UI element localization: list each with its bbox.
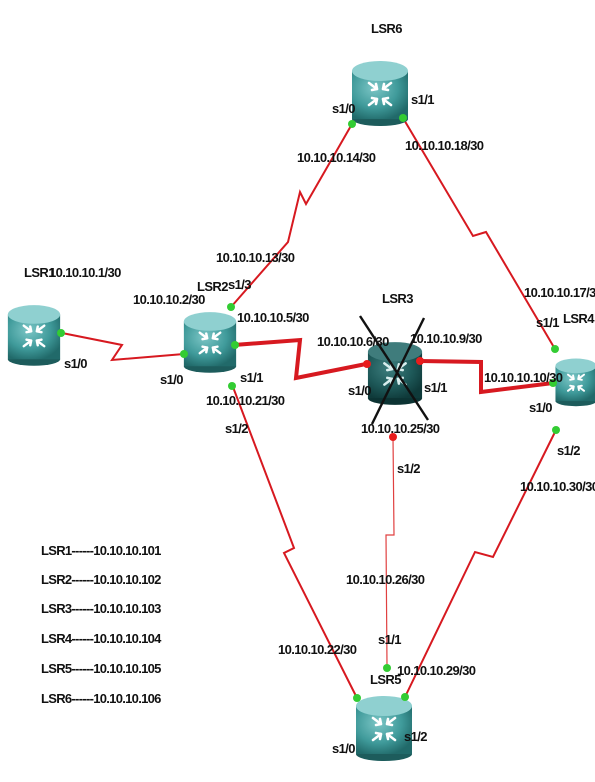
router-icon — [366, 340, 424, 406]
port-labels: s1/0 s1/0 s1/3 s1/1 s1/2 s1/0 s1/1 s1/2 … — [64, 92, 581, 756]
legend-item: LSR3------10.10.10.103 — [41, 601, 161, 616]
port-label: s1/0 — [332, 101, 355, 116]
port-dot-lsr2-s11 — [231, 341, 239, 349]
port-dot-lsr2-s13 — [227, 303, 235, 311]
router-name-lsr6: LSR6 — [371, 21, 402, 36]
port-dot-lsr1-s10 — [57, 329, 65, 337]
ip-label: 10.10.10.29/30 — [397, 663, 476, 678]
port-dot-lsr5-s12 — [401, 693, 409, 701]
router-name-lsr4: LSR4 — [563, 311, 595, 326]
port-label: s1/0 — [160, 372, 183, 387]
port-dot-lsr4-s10 — [549, 379, 557, 387]
legend-item: LSR1------10.10.10.101 — [41, 543, 161, 558]
ip-label: 10.10.10.6/30 — [317, 334, 389, 349]
router-name-lsr1: LSR1 — [24, 265, 55, 280]
ip-label: 10.10.10.5/30 — [237, 310, 309, 325]
ip-labels: 10.10.10.1/30 10.10.10.2/30 10.10.10.13/… — [49, 138, 595, 678]
link-lsr3-lsr5[interactable] — [385, 436, 395, 667]
port-label: s1/0 — [332, 741, 355, 756]
port-dot-lsr4-s11 — [551, 345, 559, 353]
port-label: s1/1 — [240, 370, 263, 385]
failed-cross-icon — [358, 315, 430, 425]
router-name-lsr3: LSR3 — [382, 291, 413, 306]
port-dot-lsr6-s10 — [348, 120, 356, 128]
link-lsr1-lsr2[interactable] — [61, 332, 185, 362]
port-label: s1/1 — [536, 315, 559, 330]
port-dot-lsr2-s12 — [228, 382, 236, 390]
legend-item: LSR2------10.10.10.102 — [41, 572, 161, 587]
link-lsr4-lsr5[interactable] — [404, 429, 557, 698]
port-dot-lsr5-s10 — [353, 694, 361, 702]
ip-label: 10.10.10.22/30 — [278, 642, 357, 657]
port-dot-lsr6-s11 — [399, 114, 407, 122]
port-dot-lsr2-s10 — [180, 350, 188, 358]
port-label: s1/0 — [348, 383, 371, 398]
port-dot-lsr3-s12 — [389, 433, 397, 441]
ip-label: 10.10.10.18/30 — [405, 138, 484, 153]
port-dot-lsr3-s11 — [416, 357, 424, 365]
port-dot-lsr4-s12 — [552, 426, 560, 434]
ip-label: 10.10.10.26/30 — [346, 572, 425, 587]
port-label: s1/2 — [397, 461, 420, 476]
port-dot-lsr5-s11 — [383, 664, 391, 672]
router-lsr3[interactable] — [358, 315, 430, 425]
loopback-legend: LSR1------10.10.10.101 LSR2------10.10.1… — [41, 543, 163, 706]
links — [61, 117, 557, 699]
port-label: s1/2 — [225, 421, 248, 436]
link-lsr6-lsr4[interactable] — [402, 117, 556, 350]
ip-label: 10.10.10.14/30 — [297, 150, 376, 165]
port-label: s1/0 — [529, 400, 552, 415]
ip-label: 10.10.10.2/30 — [133, 292, 205, 307]
ip-label: 10.10.10.10/30 — [484, 370, 563, 385]
ip-label: 10.10.10.30/30 — [520, 479, 595, 494]
router-name-lsr5: LSR5 — [370, 672, 401, 687]
port-label: s1/2 — [404, 729, 427, 744]
port-label: s1/1 — [378, 632, 401, 647]
port-label: s1/1 — [411, 92, 434, 107]
ip-label: 10.10.10.13/30 — [216, 250, 295, 265]
port-label: s1/0 — [64, 356, 87, 371]
legend-item: LSR4------10.10.10.104 — [41, 631, 162, 646]
router-lsr2[interactable] — [182, 310, 238, 374]
router-lsr1[interactable] — [6, 303, 62, 367]
port-dot-lsr3-s10 — [363, 360, 371, 368]
port-label: s1/2 — [557, 443, 580, 458]
legend-item: LSR6------10.10.10.106 — [41, 691, 161, 706]
ip-label: 10.10.10.21/30 — [206, 393, 285, 408]
router-icon — [6, 303, 62, 367]
port-label: s1/1 — [424, 380, 447, 395]
link-lsr2-lsr3[interactable] — [233, 337, 367, 381]
ip-label: 10.10.10.9/30 — [410, 331, 482, 346]
ip-label: 10.10.10.17/30 — [524, 285, 595, 300]
router-names: LSR1 LSR2 LSR3 LSR4 LSR5 LSR6 — [24, 21, 595, 687]
ip-label: 10.10.10.1/30 — [49, 265, 121, 280]
link-lsr2-lsr6[interactable] — [230, 123, 353, 308]
link-lsr3-lsr4[interactable] — [419, 359, 554, 395]
ip-label: 10.10.10.25/30 — [361, 421, 440, 436]
port-label: s1/3 — [228, 277, 251, 292]
port-indicators — [57, 114, 560, 702]
legend-item: LSR5------10.10.10.105 — [41, 661, 161, 676]
link-lsr2-lsr5[interactable] — [232, 386, 358, 699]
router-name-lsr2: LSR2 — [197, 279, 228, 294]
router-icon — [182, 310, 238, 374]
